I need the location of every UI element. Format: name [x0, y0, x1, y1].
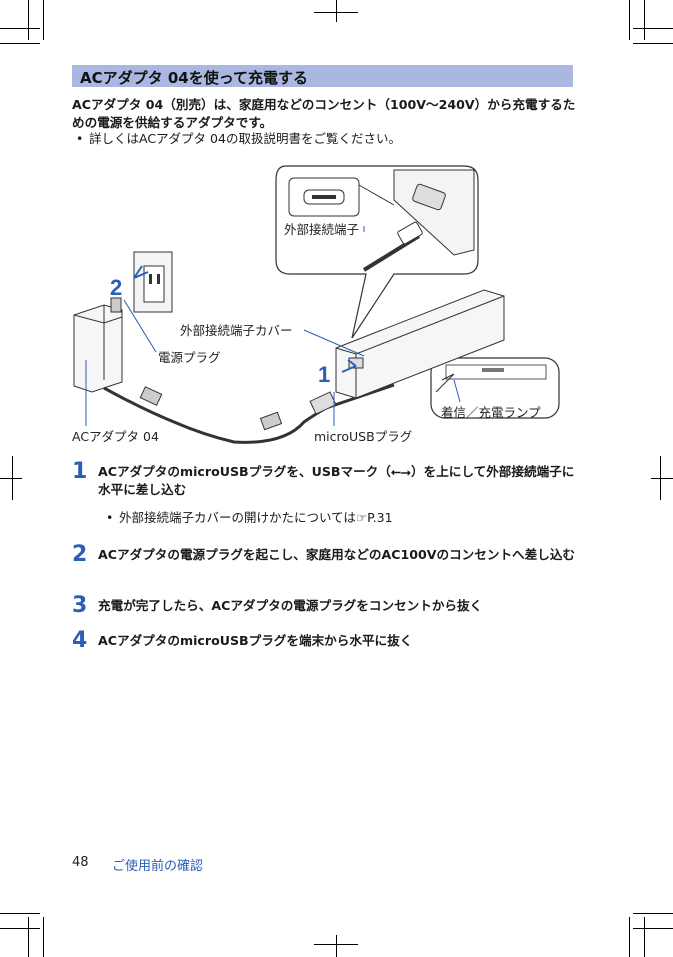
- section-title: ACアダプタ 04を使って充電する: [80, 69, 308, 87]
- callout-1: 1: [318, 362, 330, 387]
- section-name: ご使用前の確認: [112, 859, 204, 874]
- section-heading: ACアダプタ 04を使って充電する: [72, 65, 573, 87]
- usb-cable: [103, 383, 395, 444]
- label-port-cover: 外部接続端子カバー: [180, 323, 293, 338]
- step-text: ACアダプタのmicroUSBプラグを、USBマーク（⭠⭢）を上にして外部接続端…: [98, 464, 575, 497]
- step-text: ACアダプタのmicroUSBプラグを端末から水平に抜く: [98, 633, 413, 648]
- callout-2: 2: [110, 275, 122, 300]
- label-adapter: ACアダプタ 04: [72, 429, 159, 444]
- phone-body: [335, 289, 505, 399]
- page-number: 48: [72, 855, 89, 870]
- label-external-port: 外部接続端子: [284, 222, 360, 237]
- step-number: 3: [72, 593, 88, 618]
- step-number: 1: [72, 459, 88, 484]
- label-micro-usb: microUSBプラグ: [314, 429, 413, 444]
- illustration-svg: 2 1: [73, 165, 560, 444]
- ac-adapter: [73, 304, 123, 393]
- page-footer: 48 ご使用前の確認: [72, 855, 203, 874]
- step-text: ACアダプタの電源プラグを起こし、家庭用などのAC100Vのコンセントへ差し込む: [98, 547, 576, 562]
- step-text: 充電が完了したら、ACアダプタの電源プラグをコンセントから抜く: [98, 598, 483, 613]
- step-number: 4: [72, 628, 88, 653]
- intro-text: ACアダプタ 04（別売）は、家庭用などのコンセント（100V〜240V）から充…: [72, 97, 576, 130]
- label-charge-lamp: 着信／充電ランプ: [441, 405, 541, 420]
- step-1-bullet-text: 外部接続端子カバーの開けかたについては☞P.31: [119, 510, 393, 525]
- label-power-plug: 電源プラグ: [158, 350, 221, 365]
- charging-illustration: 2 1: [64, 160, 564, 450]
- intro-bullet-text: 詳しくはACアダプタ 04の取扱説明書をご覧ください。: [89, 131, 401, 146]
- step-number: 2: [72, 542, 88, 567]
